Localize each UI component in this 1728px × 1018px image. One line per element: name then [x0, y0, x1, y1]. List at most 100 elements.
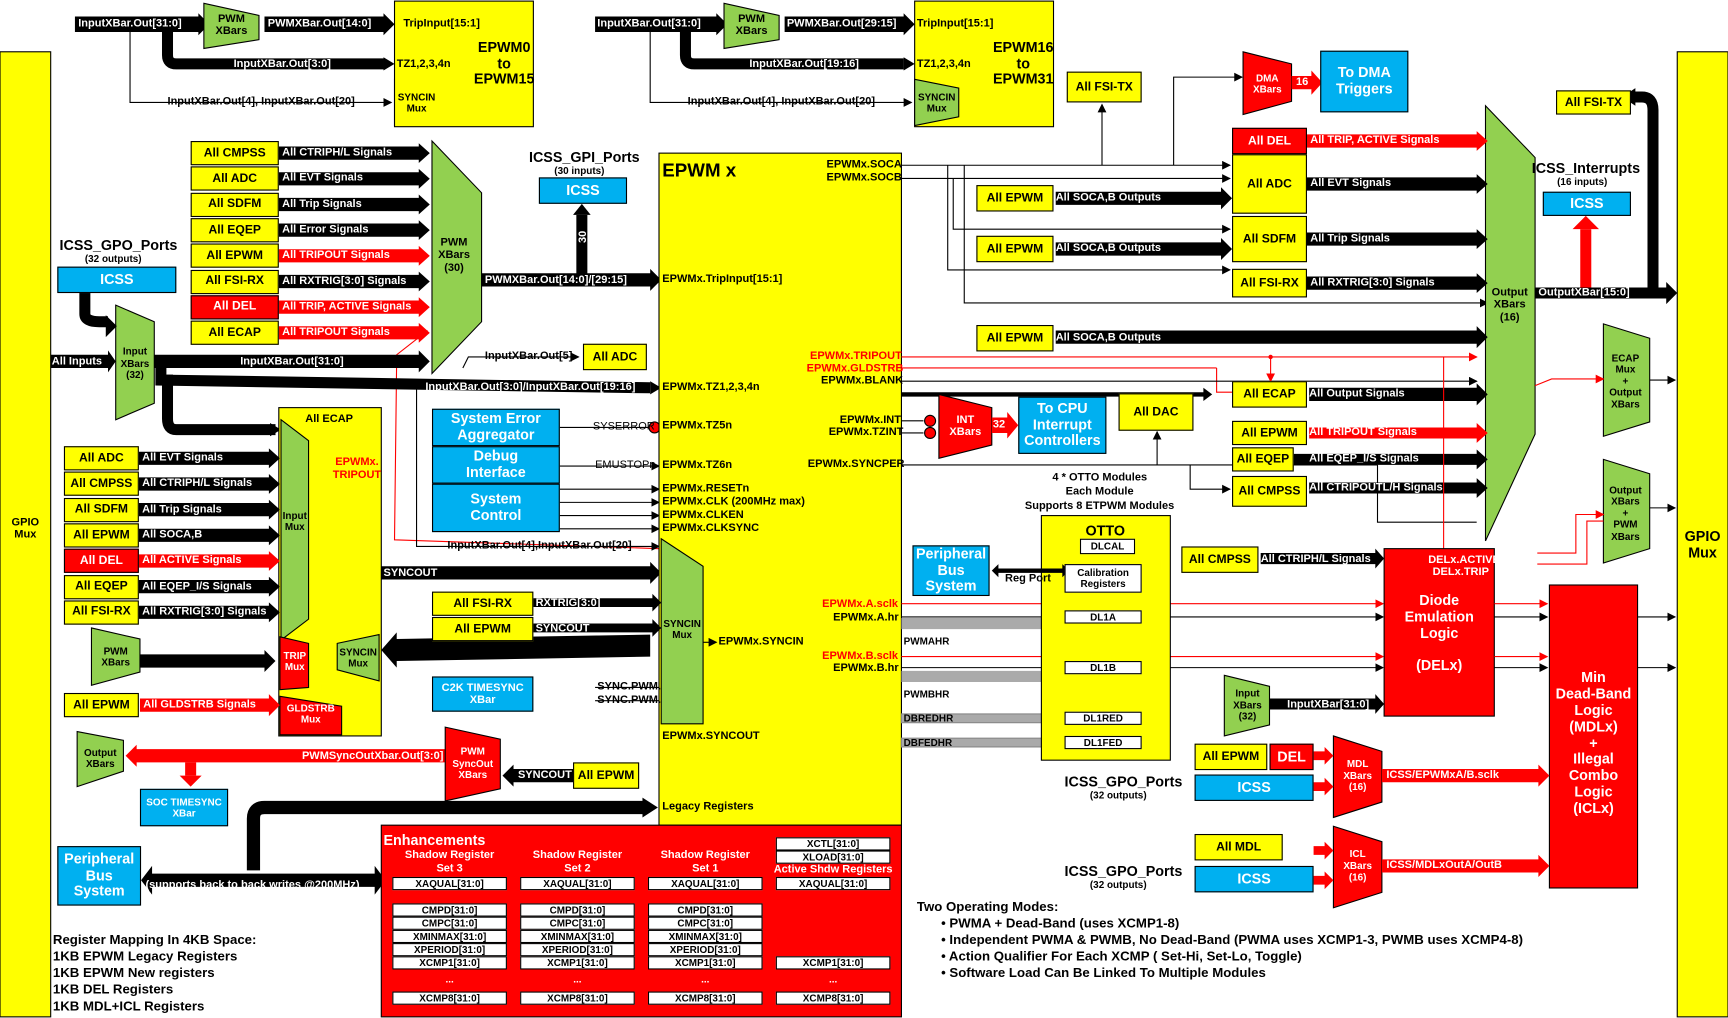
int-width: 32 [992, 418, 1006, 431]
icss-gpi-box: ICSS [538, 177, 628, 204]
emustopn-label: EMUSTOPn [595, 459, 656, 472]
syncin-mux-tm: SYNCIN Mux [917, 91, 956, 114]
operating-modes: Two Operating Modes:• PWMA + Dead-Band (… [917, 899, 1523, 982]
ctripout-signals: All CTRIPOUTL/H Signals [1309, 481, 1443, 494]
ecap-src-signal: All EVT Signals [142, 451, 224, 464]
pwmxbar-out-label: PWMXBar.Out[14:0] [267, 17, 372, 30]
epwm-tripout: EPWMx.TRIPOUT [809, 350, 902, 363]
pwm-src-signal: All TRIPOUT Signals [282, 326, 390, 339]
epwm-tzint: EPWMx.TZINT [828, 426, 904, 439]
peripheral-bus-mid: Peripheral Bus System [912, 545, 990, 597]
shadow-register: XPERIOD[31:0] [520, 943, 635, 957]
epwm0-15-label: EPWM0 to EPWM15 [473, 38, 535, 88]
xload-register: XLOAD[31:0] [775, 850, 891, 864]
reg-port-label: Reg Port [1005, 572, 1051, 586]
system-error-aggregator: System Error Aggregator [431, 408, 560, 447]
ecap-tripout-label: EPWMx. TRIPOUT [332, 456, 382, 482]
debug-interface: Debug Interface [431, 446, 560, 484]
otto-caption-3: Supports 8 ETPWM Modules [1024, 500, 1175, 513]
epwm-blank: EPWMx.BLANK [820, 374, 904, 387]
all-inputs-label: All Inputs [51, 355, 103, 368]
register-mapping-line: 1KB DEL Registers [52, 981, 174, 998]
c2k-timesync-xbar: C2K TIMESYNC XBar [431, 676, 534, 712]
shadow-register: XMINMAX[31:0] [647, 929, 763, 944]
gpio-mux-left-label: GPIO Mux [11, 516, 40, 541]
out-src-signal: All EVT Signals [1310, 177, 1392, 190]
system-control: System Control [431, 483, 560, 533]
pwm-xbars-ecap: PWM XBars [101, 645, 131, 668]
active-register: XCMP1[31:0] [775, 956, 891, 970]
pwm-src-signal: All Trip Signals [282, 197, 362, 210]
dbfedhr-label: DBFEDHR [903, 737, 953, 749]
epwm-b-hr: EPWMx.B.hr [833, 662, 899, 675]
out-src-box: All DEL [1232, 127, 1307, 155]
icss-int-title: ICSS_Interrupts [1531, 159, 1641, 177]
icss-epwm-sclk: ICSS/EPWMxA/B.sclk [1386, 768, 1500, 782]
shadow-register: ... [701, 973, 710, 985]
ecap-src-signal: All ACTIVE Signals [142, 554, 242, 567]
epwm16-31-label: EPWM16 to EPWM31 [992, 38, 1054, 88]
all-cmpss-out: All CMPSS [1232, 475, 1307, 507]
pwm-src-signal: All TRIPOUT Signals [282, 249, 390, 262]
active-shadow-title: Active Shdw Registers [773, 863, 893, 876]
peripheral-bus-left: Peripheral Bus System [57, 846, 142, 906]
otto-dl1fed: DL1FED [1064, 735, 1142, 750]
pwmxbar-out-mid: PWMXBar.Out[29:15] [786, 17, 897, 30]
epwm-a-hr: EPWMx.A.hr [833, 611, 899, 624]
modes-title: Two Operating Modes: [916, 898, 1059, 915]
otto-title: OTTO [1085, 522, 1126, 539]
all-fsi-tx-right: All FSI-TX [1556, 90, 1631, 115]
register-mapping-line: Register Mapping In 4KB Space: [52, 932, 257, 948]
shadow-register: CMPC[31:0] [647, 916, 763, 930]
pwmxbar-out-label-main: PWMXBar.Out[14:0]/[29:15] [484, 274, 627, 287]
inputxbar-31-0-del: InputXBar[31:0] [1287, 698, 1370, 711]
pwmsyncout-xbar-out: PWMSyncOutXbar.Out[3:0] [301, 750, 444, 763]
all-output-signals: All Output Signals [1309, 387, 1405, 400]
register-mapping-line: 1KB EPWM New registers [52, 965, 215, 981]
icss-gpo-left-title: ICSS_GPO_Ports [59, 236, 178, 254]
shadow-set-title: Shadow Register Set 2 [532, 849, 623, 875]
shadow-register: XMINMAX[31:0] [392, 929, 507, 944]
icss-gpo-bottom-sub: (32 outputs) [1089, 879, 1147, 891]
ctriph-signals-del: All CTRIPH/L Signals [1260, 553, 1371, 566]
shadow-register: CMPD[31:0] [520, 903, 635, 917]
mode-item: • PWMA + Dead-Band (uses XCMP1-8) [941, 915, 1180, 931]
mode-item: • Software Load Can Be Linked To Multipl… [941, 965, 1266, 981]
rxtrig-label: RXTRIG[3:0] [535, 597, 601, 610]
pwmbhr-label: PWMBHR [903, 688, 950, 700]
all-epwm-soc2: All EPWM [976, 235, 1054, 263]
icl-xbars: ICL XBars (16) [1343, 848, 1372, 883]
active-register: XCMP8[31:0] [775, 991, 891, 1005]
icss-gpi-title: ICSS_GPI_Ports [528, 148, 640, 166]
soc-ab3: All SOCA,B Outputs [1055, 331, 1162, 344]
output-xbars-16: Output XBars (16) [1491, 286, 1528, 324]
pwm-src-box: All ECAP [190, 320, 279, 345]
all-epwm-soc1: All EPWM [976, 185, 1054, 212]
epwm-clken: EPWMx.CLKEN [662, 508, 744, 522]
shadow-register: ... [445, 973, 454, 985]
min-deadband-logic: Min Dead-Band Logic (MDLx) + Illegal Com… [1555, 668, 1632, 817]
register-mapping: Register Mapping In 4KB Space:1KB EPWM L… [53, 932, 257, 1015]
shadow-register: XPERIOD[31:0] [392, 943, 507, 957]
syserror-label: SYSERROR [592, 420, 655, 433]
gpio-mux-right-label: GPIO Mux [1684, 527, 1721, 561]
sync-pwm1-label: SYNC.PWM. [597, 680, 661, 693]
all-epwm-tripout: All EPWM [1232, 420, 1307, 446]
input-xbar-out-19-16: InputXBar.Out[19:16] [749, 58, 859, 71]
soc-ab1: All SOCA,B Outputs [1055, 191, 1162, 204]
all-ecap-out: All ECAP [1232, 381, 1307, 408]
otto-dl1b: DL1B [1064, 661, 1142, 675]
epwm-clksync: EPWMx.CLKSYNC [662, 522, 760, 535]
input-xbar-out-3-0: InputXBar.Out[3:0] [233, 58, 331, 71]
input-xbar-out-31-0-main: InputXBar.Out[31:0] [240, 355, 344, 368]
pwm-src-box: All DEL [190, 295, 279, 320]
register-mapping-line: 1KB EPWM Legacy Registers [52, 948, 238, 964]
all-epwm-syncout-box: All EPWM [573, 762, 640, 789]
ecap-src-box: All DEL [63, 548, 139, 574]
icss-gpo-left-box: ICSS [57, 266, 177, 294]
pwm-src-box: All FSI-RX [190, 269, 279, 294]
icss-gpo-left-sub: (32 outputs) [84, 253, 142, 265]
cpu-interrupt-controllers: To CPU Interrupt Controllers [1018, 396, 1107, 454]
mode-item: • Action Qualifier For Each XCMP ( Set-H… [941, 948, 1302, 964]
out-src-box: All ADC [1232, 154, 1307, 214]
